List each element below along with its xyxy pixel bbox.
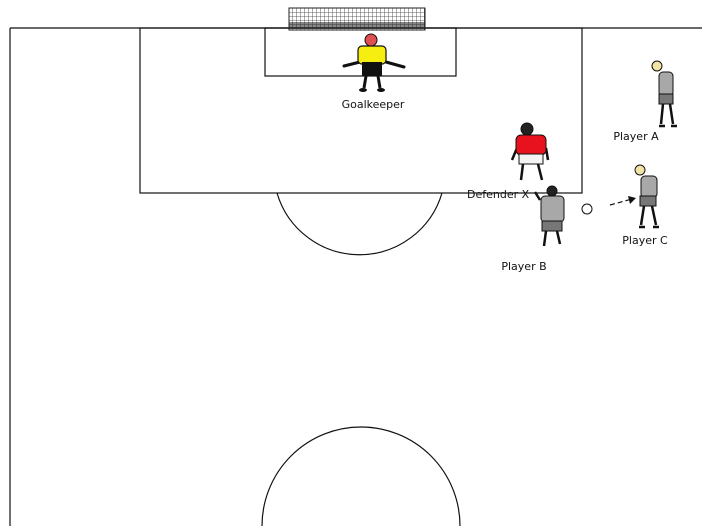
defender-x-label: Defender X xyxy=(467,188,530,201)
player-b-label: Player B xyxy=(501,260,546,273)
player-a-figure xyxy=(652,61,677,126)
player-c-label: Player C xyxy=(622,234,668,247)
penalty-arc xyxy=(277,193,442,255)
goalkeeper-label: Goalkeeper xyxy=(342,98,405,111)
goalkeeper-figure xyxy=(344,34,404,92)
goal-net xyxy=(289,8,425,30)
pass-arrow xyxy=(610,196,636,205)
player-a-label: Player A xyxy=(613,130,659,143)
player-c-figure xyxy=(635,165,659,227)
defender-x-figure xyxy=(512,123,548,180)
ball xyxy=(582,204,592,214)
player-b-figure xyxy=(535,186,564,246)
center-circle xyxy=(262,427,460,526)
